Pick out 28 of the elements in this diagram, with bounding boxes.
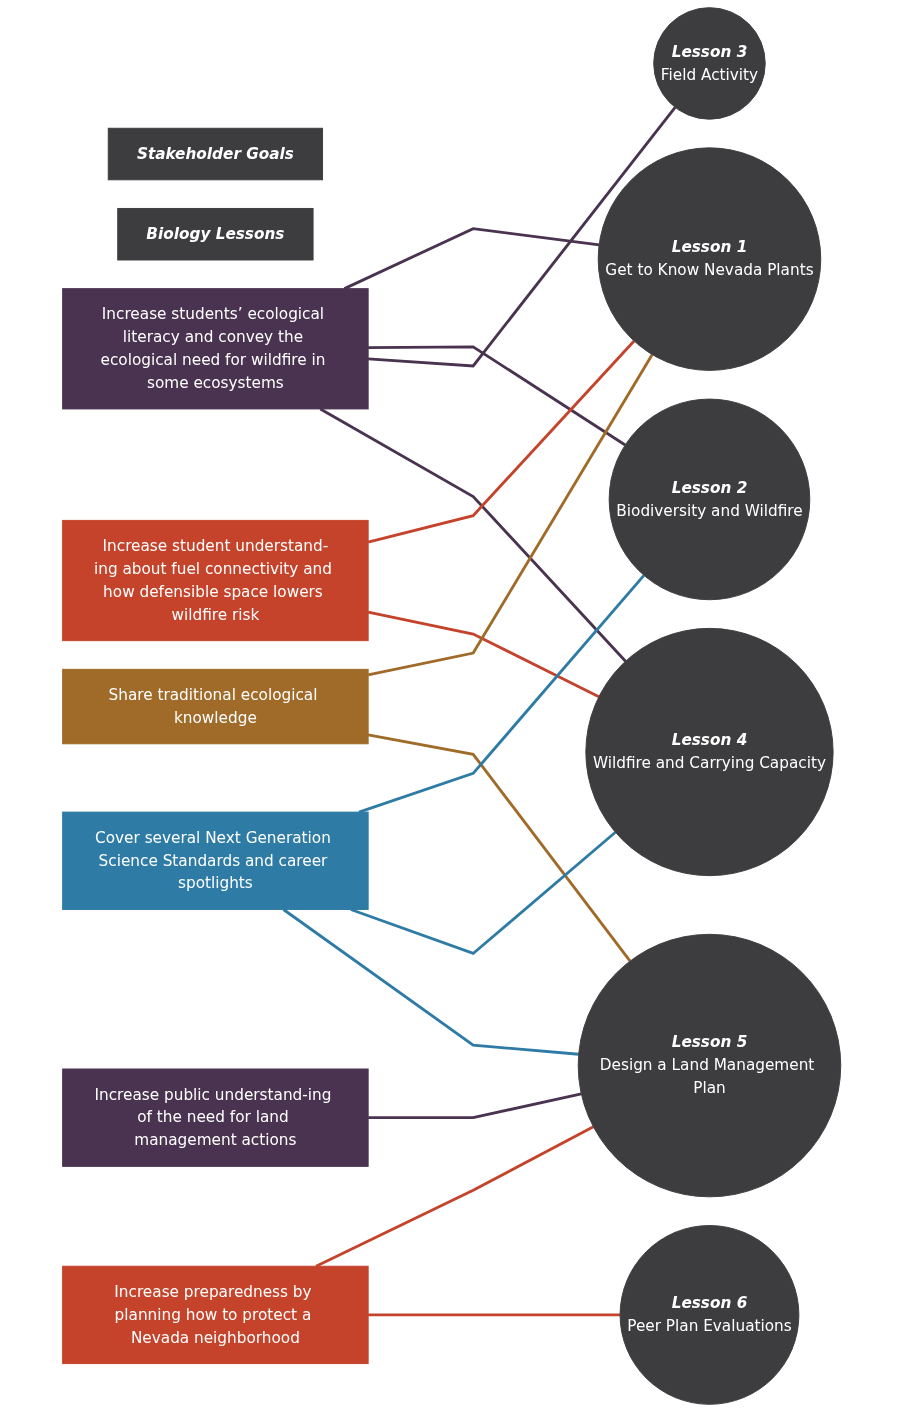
node-circle: Lesson 2 Biodiversity and Wildfire <box>608 398 811 601</box>
connector <box>358 574 646 814</box>
node-circle: Lesson 1 Get to Know Nevada Plants <box>598 147 822 371</box>
connector <box>350 831 617 956</box>
node-box: Increase student understand-ing about fuel connectivity and how defensible space lowers wildfire risk <box>62 519 369 642</box>
node-box: Increase public understand-ing of the need for land management actions <box>62 1068 369 1167</box>
node-box: Biology Lessons <box>117 208 314 261</box>
connector <box>368 345 627 447</box>
node-circle: Lesson 5 Design a Land Management Plan <box>578 933 842 1198</box>
connector <box>282 908 580 1056</box>
node-circle: Lesson 4 Wildfire and Carrying Capacity <box>585 627 834 877</box>
node-box: Stakeholder Goals <box>108 127 324 181</box>
node-box: Share traditional ecological knowledge <box>62 668 369 745</box>
connector <box>319 407 627 663</box>
node-box: Increase preparedness by planning how to protect a Nevada neighborhood <box>62 1265 369 1365</box>
connector <box>315 1125 595 1268</box>
node-circle: Lesson 3 Field Activity <box>653 7 767 120</box>
node-box: Increase students’ ecological literacy and convey the ecological need for wildfire in some ecosystems <box>62 288 369 410</box>
connector <box>344 227 600 290</box>
connector <box>368 106 677 368</box>
node-box: Cover several Next Generation Science Standards and career spotlights <box>62 811 369 910</box>
node-circle: Lesson 6 Peer Plan Evaluations <box>619 1225 800 1405</box>
connector <box>368 1092 582 1120</box>
connector <box>368 733 632 962</box>
connector <box>368 340 636 544</box>
connector <box>368 610 600 699</box>
connector <box>368 353 654 677</box>
connector <box>368 1313 621 1317</box>
